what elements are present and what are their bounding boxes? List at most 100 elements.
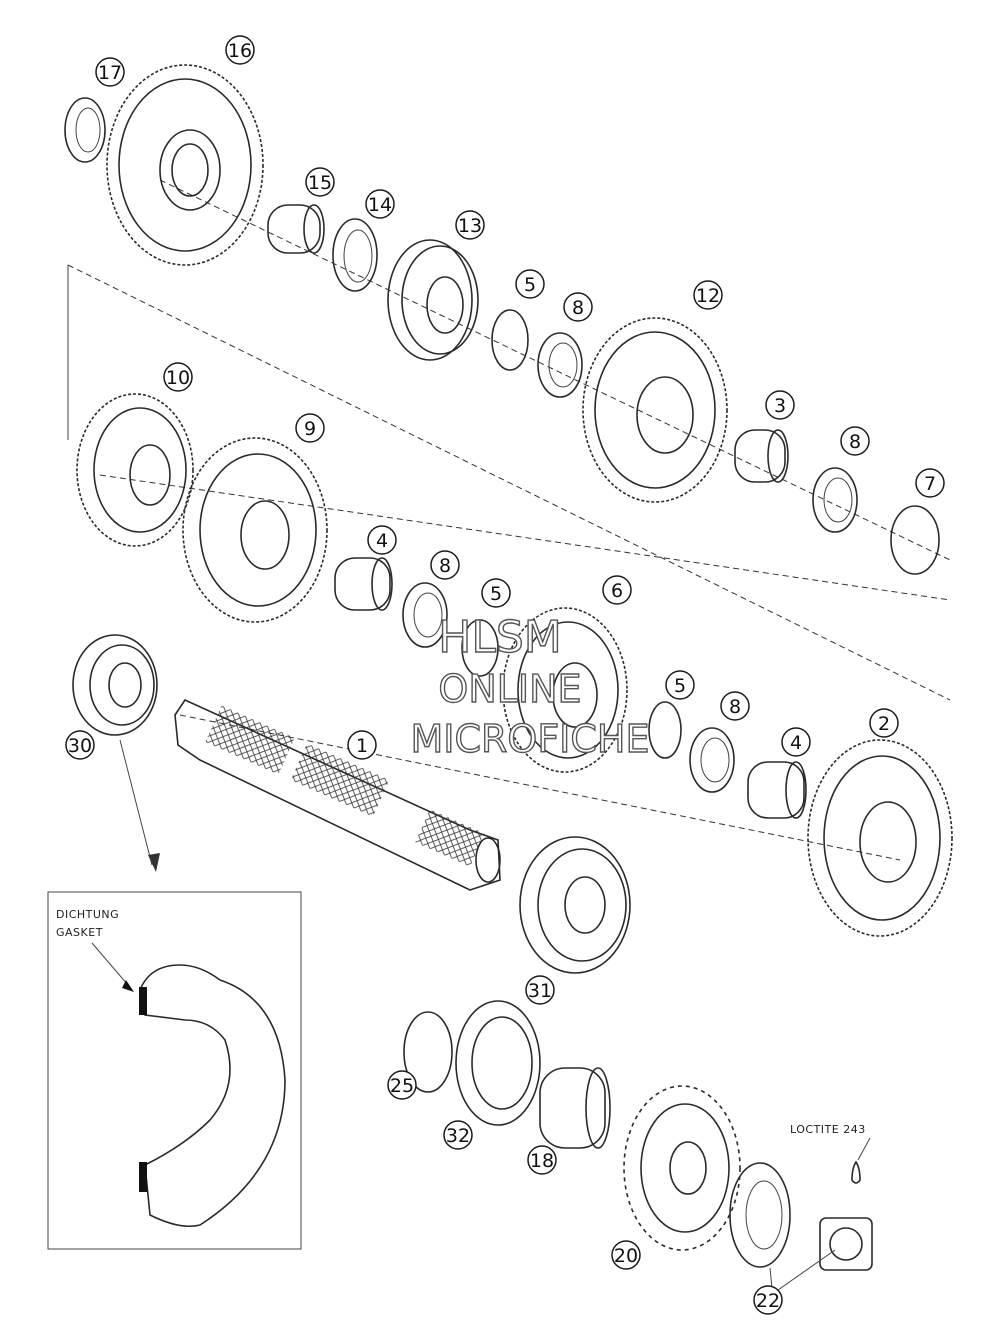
callout-13: 13 <box>455 210 485 240</box>
circlip-25 <box>403 1011 453 1093</box>
callout-label: 25 <box>390 1075 414 1097</box>
bushing-18 <box>539 1067 611 1149</box>
callout-31: 31 <box>525 975 555 1005</box>
washer-8-top <box>537 332 583 398</box>
callout-circle <box>869 708 899 738</box>
callout-label: 8 <box>729 696 741 718</box>
callout-25: 25 <box>387 1070 417 1100</box>
callout-label: 5 <box>674 675 686 697</box>
callout-7: 7 <box>915 468 945 498</box>
washer-14 <box>332 218 378 292</box>
nut-22 <box>769 1217 873 1291</box>
callout-label: 13 <box>458 215 482 237</box>
washer-8-low <box>689 727 735 793</box>
notes: DICHTUNG GASKET LOCTITE 243 <box>56 908 866 1136</box>
callout-30: 30 <box>65 730 95 760</box>
callout-10: 10 <box>163 362 193 392</box>
circlip-5-top <box>491 309 529 371</box>
callout-label: 8 <box>572 297 584 319</box>
svg-text:MICROFICHE: MICROFICHE <box>410 717 649 761</box>
gear-12 <box>582 317 728 503</box>
callout-4: 4 <box>781 727 811 757</box>
gear-10 <box>76 393 194 547</box>
callout-label: 22 <box>756 1290 780 1312</box>
callout-22: 22 <box>753 1285 783 1315</box>
gasket-detail-box <box>47 891 302 1250</box>
callout-4: 4 <box>367 525 397 555</box>
svg-text:ONLINE: ONLINE <box>438 667 581 711</box>
bearing-4-low <box>747 761 807 819</box>
bearing-30 <box>72 634 158 736</box>
callout-circle <box>367 525 397 555</box>
callout-12: 12 <box>693 280 723 310</box>
gear-16 <box>106 64 264 266</box>
callout-circle <box>602 575 632 605</box>
bearing-3 <box>734 429 789 483</box>
callout-circle <box>443 1120 473 1150</box>
callout-18: 18 <box>527 1145 557 1175</box>
callout-15: 15 <box>305 167 335 197</box>
callout-label: 12 <box>696 285 720 307</box>
callout-label: 30 <box>68 735 92 757</box>
callout-5: 5 <box>665 670 695 700</box>
callout-circle <box>765 390 795 420</box>
main-shaft-1 <box>174 698 501 891</box>
callout-label: 32 <box>446 1125 470 1147</box>
callout-circle <box>693 280 723 310</box>
callout-circle <box>665 670 695 700</box>
callout-label: 9 <box>304 418 316 440</box>
circlip-5-mid <box>461 619 499 677</box>
callout-label: 8 <box>849 431 861 453</box>
callout-circle <box>365 189 395 219</box>
callout-circle <box>430 550 460 580</box>
gear-9 <box>182 437 328 623</box>
callout-32: 32 <box>443 1120 473 1150</box>
washer-8-right <box>812 467 858 533</box>
callout-label: 16 <box>228 40 252 62</box>
callout-circle <box>65 730 95 760</box>
callout-circle <box>455 210 485 240</box>
washer-8-mid <box>402 582 448 648</box>
callout-2: 2 <box>869 708 899 738</box>
callout-label: 1 <box>356 735 368 757</box>
callout-label: 10 <box>166 367 190 389</box>
callout-label: 5 <box>490 583 502 605</box>
callout-circle <box>611 1240 641 1270</box>
callout-circle <box>347 730 377 760</box>
svg-text:HLSM: HLSM <box>438 612 562 663</box>
callout-circle <box>753 1285 783 1315</box>
callout-14: 14 <box>365 189 395 219</box>
bearing-15 <box>267 204 325 254</box>
callout-circle <box>720 691 750 721</box>
callout-circle <box>915 468 945 498</box>
callout-circle <box>481 578 511 608</box>
callout-label: 4 <box>376 530 388 552</box>
note-dichtung: DICHTUNG <box>56 908 119 921</box>
bearing-4-mid <box>334 557 393 611</box>
callout-circle <box>527 1145 557 1175</box>
callout-label: 8 <box>439 555 451 577</box>
callout-label: 3 <box>774 395 786 417</box>
callout-8: 8 <box>563 292 593 322</box>
callout-label: 15 <box>308 172 332 194</box>
callout-circle <box>563 292 593 322</box>
callout-circle <box>525 975 555 1005</box>
callout-16: 16 <box>225 35 255 65</box>
callout-8: 8 <box>840 426 870 456</box>
callout-label: 14 <box>368 194 392 216</box>
note-loctite: LOCTITE 243 <box>790 1123 866 1136</box>
callout-label: 20 <box>614 1245 638 1267</box>
callout-circle <box>163 362 193 392</box>
callout-label: 31 <box>528 980 552 1002</box>
washer-7 <box>890 505 940 575</box>
watermark: HLSM ONLINE MICROFICHE <box>410 611 650 761</box>
note-gasket: GASKET <box>56 926 103 939</box>
callout-6: 6 <box>602 575 632 605</box>
callout-17: 17 <box>95 57 125 87</box>
bearing-31 <box>519 836 631 974</box>
seal-32 <box>455 1000 541 1126</box>
callout-label: 7 <box>924 473 936 495</box>
callout-label: 4 <box>790 732 802 754</box>
